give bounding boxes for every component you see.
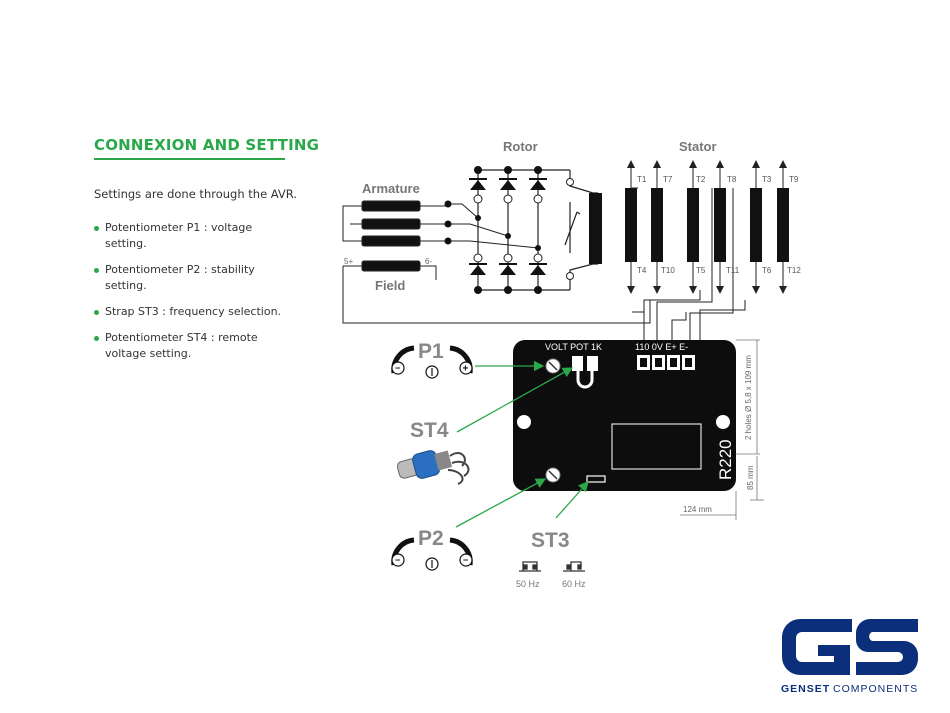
minus-icon [459,553,473,567]
holes-dimension: 2 holes Ø 5,8 x 109 mm [744,355,753,440]
st3-pointer [555,481,589,519]
field-minus-label: 6- [425,257,432,266]
p2-label: P2 [418,527,444,550]
stator-terminals-top: T1 T7 T2 T8 T3 T9 [637,175,799,184]
genset-logo [782,619,918,675]
settings-list: Potentiometer P1 : voltage setting. Pote… [94,220,294,372]
freq-60-label: 60 Hz [562,579,586,589]
remote-potentiometer-icon [396,450,470,485]
p2-callout: − − [391,537,473,571]
rotor-junctions [474,166,542,294]
rotor-field-winding [589,193,602,264]
field-label: Field [375,278,405,293]
svg-text:+: + [463,364,469,375]
rotor-diodes [470,180,546,275]
width-dimension: 124 mm [683,505,712,514]
terminal-t5: T5 [696,266,706,275]
armature-nodes [444,200,452,245]
freq-50-label: 50 Hz [516,579,540,589]
minus-icon [391,553,405,567]
terminal-t10: T10 [661,266,675,275]
p2-pointer [455,478,547,528]
dimension-lines [680,339,764,520]
settings-item-p2: Potentiometer P2 : stability setting. [94,262,294,294]
st4-label: ST4 [410,419,449,442]
intro-text: Settings are done through the AVR. [94,187,298,201]
rotor-label: Rotor [503,139,538,154]
settings-item-st4: Potentiometer ST4 : remote voltage setti… [94,330,294,362]
avr-stab-label: STAB [519,489,542,499]
st3-label: ST3 [531,529,570,552]
avr-wiring [631,187,746,340]
st3-strap[interactable] [586,475,606,483]
settings-item-st3: Strap ST3 : frequency selection. [94,304,294,320]
p1-callout: − + [391,345,473,379]
armature-label: Armature [362,181,420,196]
terminal-t8: T8 [727,175,737,184]
plus-icon [459,361,473,375]
terminal-t3: T3 [762,175,772,184]
section-title: CONNEXION AND SETTING [94,136,320,154]
brand-suffix: COMPONENTS [833,683,918,695]
field-plus-label: 5+ [344,257,353,266]
minus-icon [391,361,405,375]
stator-terminals-bottom: T4 T10 T5 T11 T6 T12 [637,266,801,275]
terminal-t6: T6 [762,266,772,275]
strap-open-icon [563,561,585,572]
armature-windings [361,200,421,272]
svg-text:−: − [395,363,400,373]
brand-name: GENSET [781,683,830,695]
height-dimension: 85 mm [746,465,755,490]
p1-label: P1 [418,340,444,363]
terminal-t2: T2 [696,175,706,184]
stator-label: Stator [679,139,717,154]
avr-volt-pot-label: VOLT POT 1K [545,342,602,352]
terminal-t7: T7 [663,175,673,184]
svg-text:−: − [463,555,468,565]
terminal-t9: T9 [789,175,799,184]
armature-wiring [342,203,651,324]
title-underline [94,158,285,160]
field-winding [361,260,421,272]
stator-windings [625,188,789,262]
st4-pointer [456,367,574,433]
avr-terminals-label: 110 0V E+ E- [635,342,688,352]
svg-text:−: − [395,555,400,565]
avr-board [513,340,736,491]
terminal-t4: T4 [637,266,647,275]
terminal-t1: T1 [637,175,647,184]
settings-item-p1: Potentiometer P1 : voltage setting. [94,220,294,252]
avr-open-label: OPEN FOR 60 Hz [511,489,585,499]
terminal-t12: T12 [787,266,801,275]
st4-terminals[interactable] [572,356,598,389]
avr-model-label: R220 [716,439,735,480]
strap-closed-icon [519,561,541,572]
